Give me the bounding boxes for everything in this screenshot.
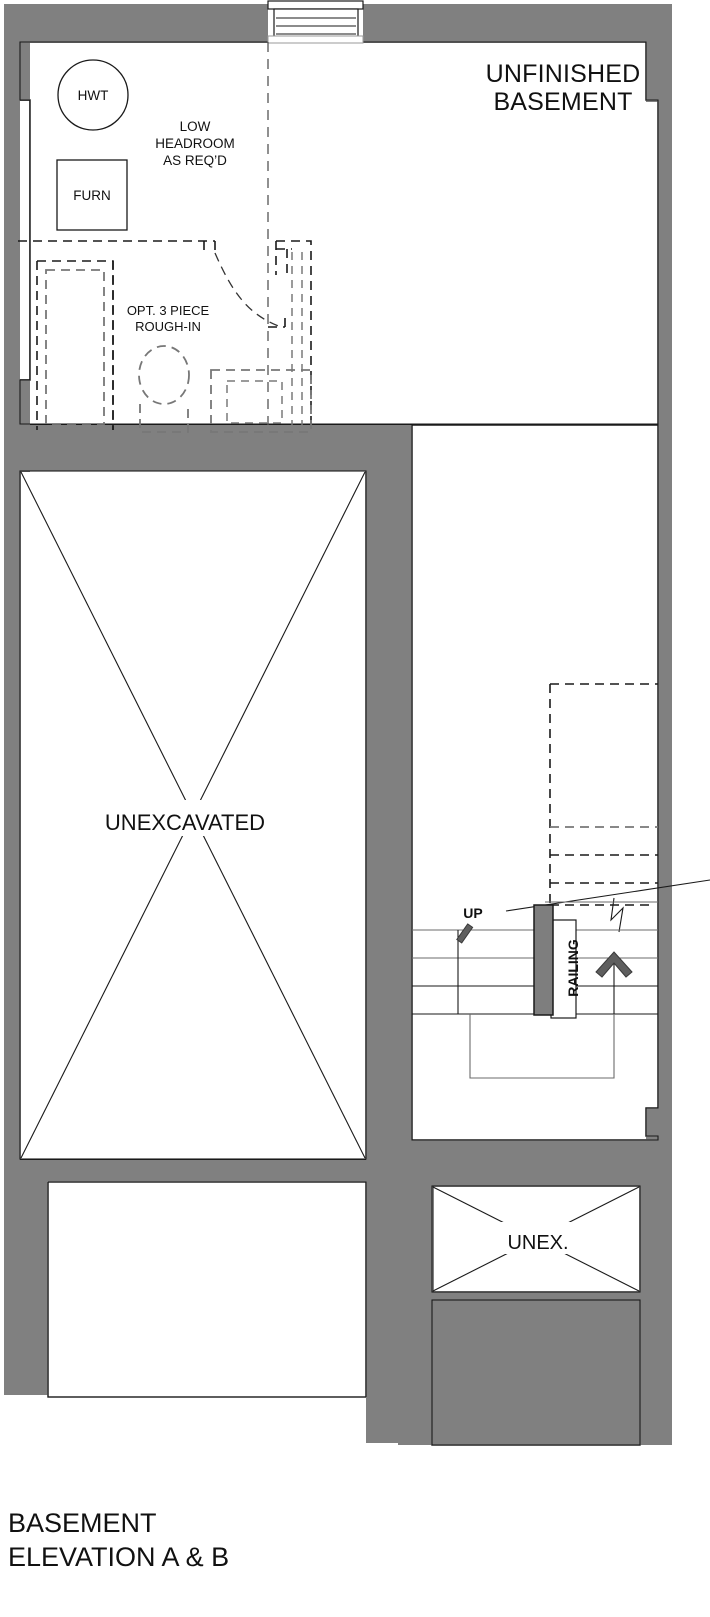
hot-water-tank (57, 59, 129, 131)
unexcavated-label-backing (75, 800, 293, 836)
low-headroom-note-line3: AS REQ’D (163, 153, 227, 168)
vanity-sink (210, 369, 312, 433)
sheet-caption-line2: ELEVATION A & B (8, 1542, 229, 1572)
stair-up-label: UP (463, 905, 482, 921)
low-headroom-note-line2: HEADROOM (155, 136, 235, 151)
room-outlines (19, 41, 659, 1446)
unexcavated-label: UNEXCAVATED (105, 810, 265, 835)
window-icon (267, 0, 364, 44)
chevron-up-icon (595, 951, 633, 1014)
shower-stall (45, 269, 105, 425)
door-swing-icon (214, 252, 286, 328)
unex-small-label: UNEX. (507, 1232, 568, 1254)
bathroom-roughin-group (18, 240, 312, 433)
unfinished-basement-label-line2: BASEMENT (493, 88, 632, 116)
wall-overlay (4, 4, 672, 1445)
roughin-note-line1: OPT. 3 PIECE (127, 303, 210, 318)
sheet-caption-line1: BASEMENT (8, 1508, 157, 1538)
up-tick-marker (456, 923, 474, 944)
stair-railing-label: RAILING (565, 939, 581, 997)
furnace (56, 159, 128, 231)
railing (533, 904, 577, 1019)
unex-label-backing (492, 1222, 584, 1254)
unfinished-basement-label-line1: UNFINISHED (486, 60, 641, 88)
stair-dashed-upper (549, 683, 658, 906)
furn-label: FURN (73, 188, 111, 203)
hwt-label: HWT (78, 88, 109, 103)
break-line-icon (610, 897, 624, 933)
stair-assembly (412, 683, 710, 1079)
stair-lower-outline (469, 1014, 615, 1079)
roughin-note-line2: ROUGH-IN (135, 319, 201, 334)
toilet-fixture (138, 345, 190, 433)
low-headroom-note-line1: LOW (180, 119, 211, 134)
